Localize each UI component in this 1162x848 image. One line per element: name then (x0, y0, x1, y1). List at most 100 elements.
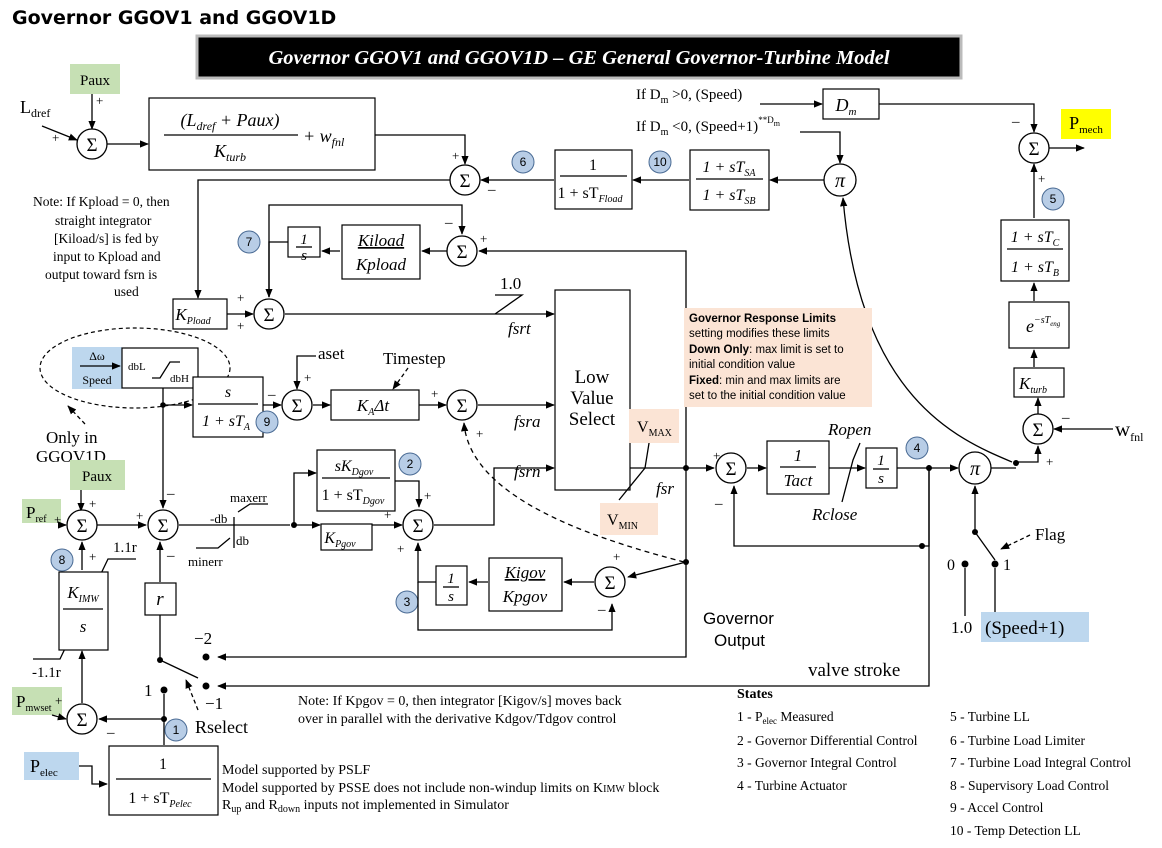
response-limits-line: setting modifies these limits (689, 328, 830, 340)
tact-denominator: Tact (784, 471, 814, 490)
wire (51, 713, 67, 721)
switch-contact (202, 682, 210, 690)
turbine-ll-numerator: 1 + sTC (1011, 229, 1060, 249)
fload-denominator: 1 + sTFload (558, 185, 624, 205)
state-marker-10-label: 10 (653, 155, 667, 169)
state-item-10: 10 - Temp Detection LL (950, 823, 1081, 838)
speed1-label-bg (981, 612, 1089, 642)
callout-arrow (1000, 534, 1031, 550)
sign-plus: + (89, 549, 96, 564)
state-item-5: 5 - Turbine LL (950, 709, 1030, 724)
pmech-label: Pmech (1069, 113, 1103, 136)
wire (268, 204, 466, 297)
state-item-9: 9 - Accel Control (950, 800, 1044, 815)
sign-minus: – (444, 215, 453, 231)
kpload-note-line: [Kiload/s] is fed by (54, 231, 159, 246)
vmin-label: VMIN (607, 512, 638, 532)
dm-block-label: Dm (835, 95, 857, 118)
dbh-label: dbH (170, 373, 189, 385)
one-point-zero-flag: 1.0 (951, 618, 972, 637)
turbine-ll-block (1000, 219, 1070, 282)
sign-plus: + (96, 93, 103, 108)
state-item-6: 6 - Turbine Load Limiter (950, 733, 1085, 748)
sign-minus: – (487, 182, 496, 198)
pelec-filter-denominator: 1 + sTPelec (128, 790, 192, 810)
low-value-select-block (554, 289, 631, 491)
state-marker-10 (648, 150, 672, 174)
kpload-note-line: input to Kpload and (53, 249, 161, 264)
rclose-label: Rclose (811, 505, 858, 524)
db-pos-label: db (236, 533, 249, 548)
kpload-label: KPload (174, 305, 211, 327)
sign-plus: + (476, 426, 483, 441)
kpgov-label: KPgov (323, 530, 356, 550)
integrator-numerator: 1 (877, 453, 885, 469)
rselect-switch (159, 659, 199, 679)
sigma-symbol: Σ (291, 396, 302, 417)
support-note-pslf: Model supported by PSLF (222, 763, 370, 778)
sigma-symbol: Σ (76, 710, 87, 731)
state-item-7: 7 - Turbine Load Integral Control (950, 755, 1131, 770)
pmwset-label: Pmwset (16, 692, 52, 714)
kiload-kpload-block (341, 224, 421, 280)
sum-junction (715, 452, 747, 484)
ldref-kturb-wfnl: + wfnl (303, 126, 345, 149)
one-point-zero-label: 1.0 (500, 274, 521, 293)
wire (800, 131, 844, 164)
pmwset-label-bg (12, 687, 62, 715)
accel-block (192, 376, 264, 438)
state-marker-6-label: 6 (520, 155, 527, 169)
paux-top-label-bg (70, 64, 120, 94)
state-marker-2 (398, 452, 422, 476)
response-limits-title: Governor Response Limits (689, 313, 836, 325)
fsr-label: fsr (656, 479, 674, 498)
kpgov-note: Note: If Kpgov = 0, then integrator [Kig… (298, 694, 622, 709)
sign-plus: + (1046, 454, 1053, 469)
pi-symbol: π (835, 170, 846, 192)
tact-numerator: 1 (794, 446, 803, 465)
sum-junction (253, 298, 285, 330)
kimw-upper-limit: 1.1r (113, 540, 137, 556)
wire (268, 241, 288, 258)
kiload-denominator: Kpload (355, 255, 407, 274)
kpload-note-line: straight integrator (55, 213, 152, 228)
sum-junction (446, 235, 478, 267)
sigma-symbol: Σ (456, 242, 467, 263)
lvs-line-2: Value (570, 388, 613, 409)
callout-arrow (392, 367, 409, 390)
dm-condition-1: If Dm >0, (Speed) (636, 87, 742, 106)
fsra-label: fsra (514, 412, 540, 431)
sign-minus: – (1061, 410, 1070, 426)
aset-label: aset (318, 344, 345, 363)
callout-arrow (185, 679, 199, 711)
wire (414, 542, 436, 583)
kimw-numerator: KIMW (66, 583, 100, 605)
wire (293, 355, 316, 390)
kpload-note: Note: If Kpload = 0, then (33, 194, 170, 209)
sigma-symbol: Σ (456, 396, 467, 417)
junction-dot (1013, 460, 1019, 466)
state-item-1: 1 - Pelec Measured (737, 709, 834, 726)
turbine-ll-denominator: 1 + sTB (1011, 259, 1059, 279)
support-note-psse: Model supported by PSSE does not include… (222, 781, 659, 796)
integrator-denominator: s (301, 248, 307, 264)
wire (194, 179, 450, 299)
ropen-label: Ropen (827, 420, 871, 439)
temp-ll-denominator: 1 + sTSB (702, 187, 755, 207)
accel-numerator: s (225, 384, 231, 401)
state-marker-4-label: 4 (914, 441, 921, 455)
actuator-integrator-block (865, 447, 898, 489)
limit-line (841, 442, 861, 503)
kiload-integrator-block (287, 226, 321, 258)
wire (217, 562, 687, 661)
rselect-minus1: −1 (205, 694, 223, 713)
support-note-rup: Rup and Rdown inputs not implemented in … (222, 798, 509, 815)
sum-junction (66, 703, 98, 735)
kigov-denominator: Kpgov (502, 587, 548, 606)
sigma-symbol: Σ (459, 171, 470, 192)
kpgov-block (320, 523, 373, 551)
wire (922, 468, 930, 547)
dgov-numerator: sKDgov (335, 458, 374, 478)
paux-mid-label: Paux (82, 469, 113, 485)
sigma-symbol: Σ (604, 573, 615, 594)
